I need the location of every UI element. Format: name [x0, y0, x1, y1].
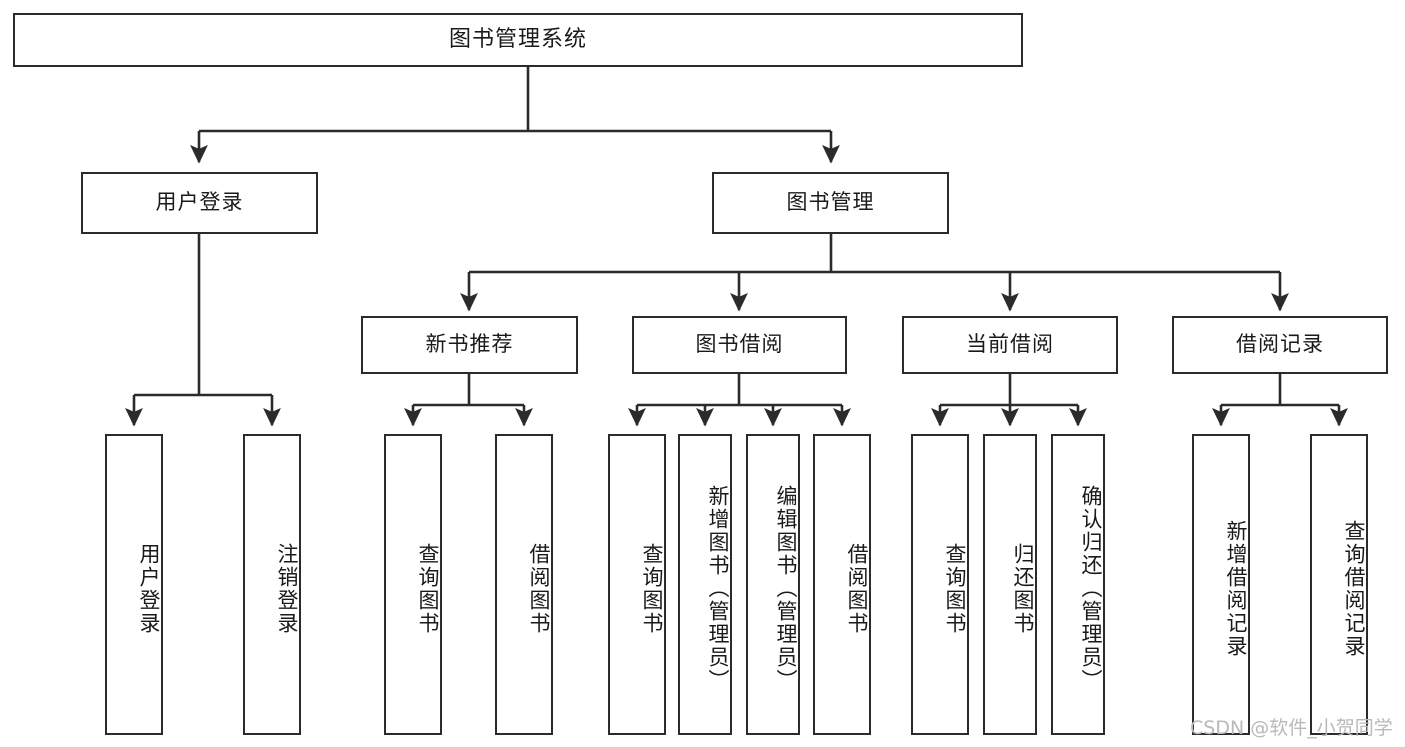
leaf-borrow-book-borrow[interactable]: 借阅图书 [813, 434, 871, 735]
node-borrow-record[interactable]: 借阅记录 [1172, 316, 1388, 374]
leaf-edit-book-admin[interactable]: 编辑图书（管理员） [746, 434, 800, 735]
leaf-query-book-recommend[interactable]: 查询图书 [384, 434, 442, 735]
leaf-user-logout[interactable]: 注销登录 [243, 434, 301, 735]
node-user-login[interactable]: 用户登录 [81, 172, 318, 234]
csdn-watermark: CSDN @软件_小贺同学 [1190, 717, 1393, 739]
node-root-system[interactable]: 图书管理系统 [13, 13, 1023, 67]
leaf-query-borrow-record[interactable]: 查询借阅记录 [1310, 434, 1368, 735]
node-book-manage[interactable]: 图书管理 [712, 172, 949, 234]
node-current-borrow[interactable]: 当前借阅 [902, 316, 1118, 374]
leaf-query-book-current[interactable]: 查询图书 [911, 434, 969, 735]
leaf-borrow-book-recommend[interactable]: 借阅图书 [495, 434, 553, 735]
leaf-add-book-admin[interactable]: 新增图书（管理员） [678, 434, 732, 735]
leaf-confirm-return-admin[interactable]: 确认归还（管理员） [1051, 434, 1105, 735]
leaf-user-login[interactable]: 用户登录 [105, 434, 163, 735]
node-book-borrow[interactable]: 图书借阅 [632, 316, 847, 374]
leaf-query-book-borrow[interactable]: 查询图书 [608, 434, 666, 735]
node-new-book-recommend[interactable]: 新书推荐 [361, 316, 578, 374]
leaf-add-borrow-record[interactable]: 新增借阅记录 [1192, 434, 1250, 735]
leaf-return-book[interactable]: 归还图书 [983, 434, 1037, 735]
